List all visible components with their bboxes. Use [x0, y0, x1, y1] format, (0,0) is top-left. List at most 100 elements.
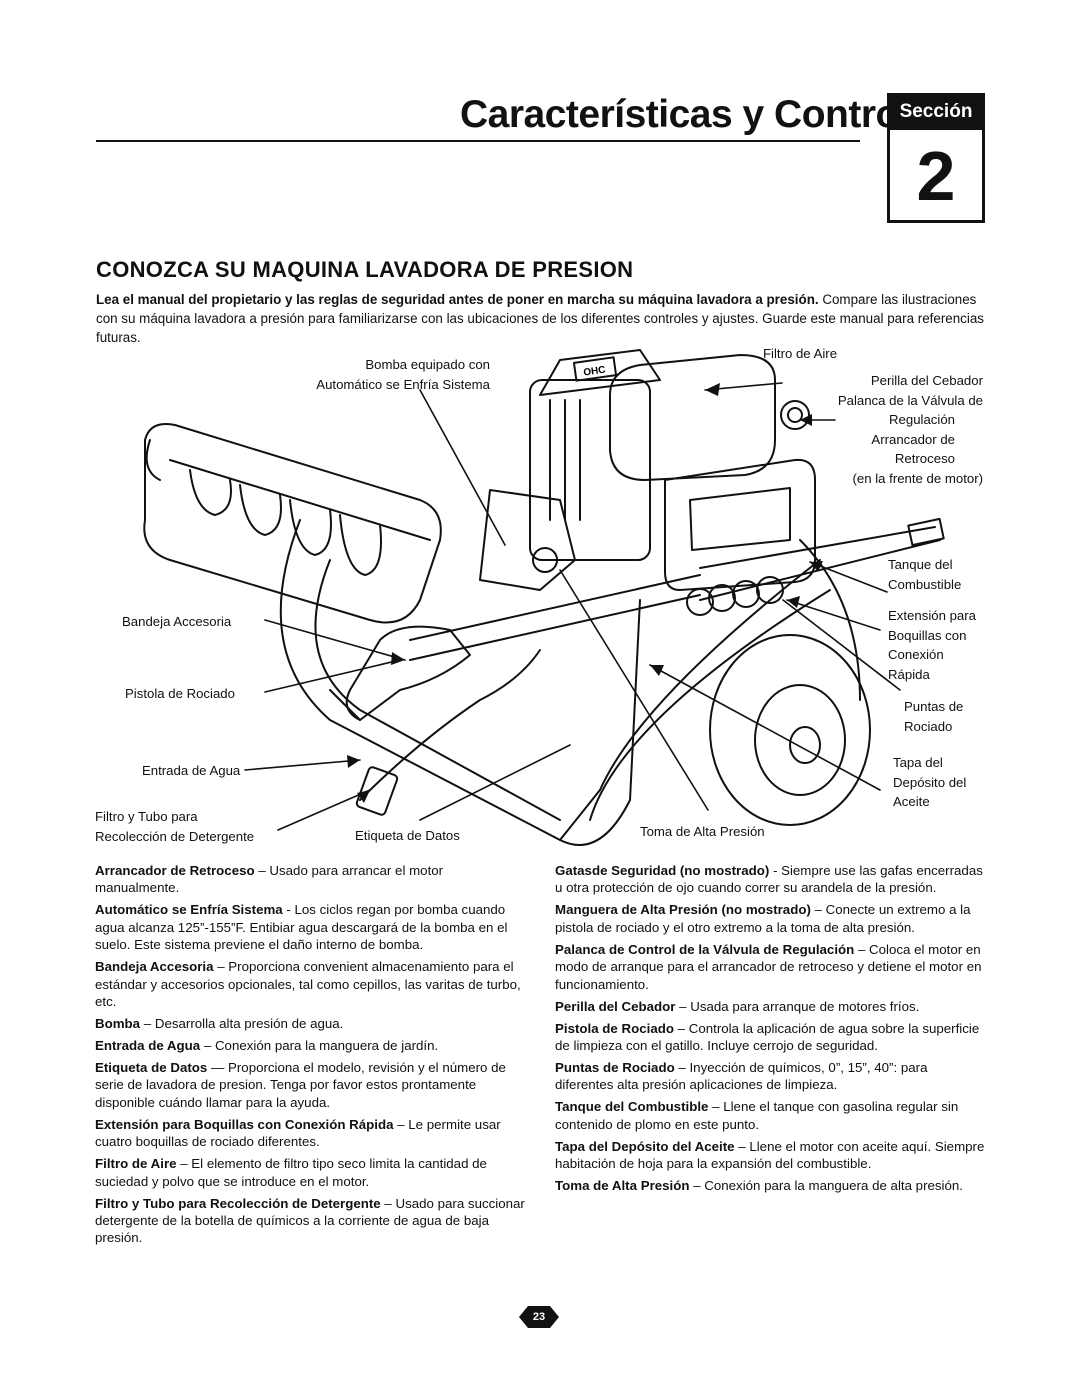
label-filtro-tubo: Filtro y Tubo para Recolección de Deterg…	[95, 807, 254, 846]
definition: – Llene el motor con aceite aquí. Siempr…	[555, 1138, 985, 1172]
page-number: 23	[532, 1311, 546, 1323]
intro-paragraph: Lea el manual del propietario y las regl…	[96, 290, 986, 347]
section-number: 2	[916, 137, 956, 215]
definition: - Los ciclos regan por bomba cuando agua…	[95, 902, 508, 953]
description-item: Toma de Alta Presión – Conexión para la …	[555, 1177, 985, 1194]
definition: – Controla la aplicación de agua sobre l…	[555, 1020, 980, 1054]
definition: – Usado para succionar detergente de la …	[95, 1195, 525, 1246]
description-item: Manguera de Alta Presión (no mostrado) –…	[555, 901, 985, 936]
label-pistola: Pistola de Rociado	[125, 686, 235, 701]
label-line: Tapa del	[893, 755, 943, 770]
term: Bandeja Accesoria	[95, 959, 214, 975]
term: Manguera de Alta Presión (no mostrado)	[555, 902, 811, 918]
label-puntas: Puntas de Rociado	[904, 697, 963, 736]
title-rule	[96, 140, 860, 142]
description-item: Tapa del Depósito del Aceite – Llene el …	[555, 1138, 985, 1173]
term: Filtro y Tubo para Recolección de Deterg…	[95, 1195, 381, 1211]
description-item: Tanque del Combustible – Llene el tanque…	[555, 1098, 985, 1133]
description-item: Entrada de Agua – Conexión para la mangu…	[95, 1037, 525, 1054]
label-line: Recolección de Detergente	[95, 828, 255, 844]
description-item: Puntas de Rociado – Inyección de químico…	[555, 1059, 985, 1094]
term: Bomba	[95, 1016, 141, 1032]
label-line: Automático se Enfría Sistema	[316, 376, 490, 392]
term: Perilla del Cebador	[555, 998, 676, 1014]
term: Etiqueta de Datos	[95, 1060, 208, 1076]
term: Puntas de Rociado	[555, 1060, 675, 1076]
description-item: Filtro y Tubo para Recolección de Deterg…	[95, 1195, 525, 1247]
definition: – Desarrolla alta presión de agua.	[140, 1016, 344, 1032]
definition: – Coloca el motor en modo de arranque pa…	[555, 941, 982, 992]
label-line: Filtro y Tubo para	[95, 809, 198, 824]
label-filtro-aire: Filtro de Aire	[763, 346, 838, 361]
label-toma: Toma de Alta Presión	[640, 824, 765, 839]
engine-brand-text: OHC	[583, 365, 607, 379]
term: Automático se Enfría Sistema	[95, 902, 283, 918]
label-bandeja: Bandeja Accesoria	[122, 614, 232, 629]
label-line: Depósito del	[893, 774, 967, 790]
description-item: Automático se Enfría Sistema - Los ciclo…	[95, 901, 525, 953]
label-line: Conexión	[888, 647, 944, 662]
definition: – Inyección de químicos, 0”, 15”, 40”: p…	[555, 1060, 928, 1093]
pressure-washer-illustration: OHC	[143, 349, 945, 846]
definition: — Proporciona el modelo, revisión y el n…	[95, 1060, 506, 1110]
intro-bold: Lea el manual del propietario y las regl…	[96, 292, 819, 307]
page-title: Características y Controles	[460, 93, 952, 136]
label-line: Rociado	[904, 718, 953, 734]
label-cebador: Perilla del Cebador Palanca de la Válvul…	[800, 371, 983, 488]
label-line: (en la frente de motor)	[852, 470, 983, 486]
label-tanque: Tanque del Combustible	[888, 555, 961, 594]
page-number-shape	[519, 1306, 559, 1328]
definition: – Proporciona convenient almacenamiento …	[95, 959, 521, 1010]
label-entrada: Entrada de Agua	[142, 763, 241, 778]
definition: – Llene el tanque con gasolina regular s…	[555, 1099, 959, 1132]
label-bomba: Bomba equipado con Automático se Enfría …	[300, 355, 490, 394]
definition: – Conexión para la manguera de jardín.	[200, 1038, 439, 1054]
description-item: Bomba – Desarrolla alta presión de agua.	[95, 1015, 525, 1032]
description-item: Extensión para Boquillas con Conexión Rá…	[95, 1116, 525, 1151]
term: Toma de Alta Presión	[555, 1178, 690, 1194]
label-line: Puntas de	[904, 699, 964, 714]
description-item: Pistola de Rociado – Controla la aplicac…	[555, 1020, 985, 1055]
section-label: Sección	[890, 96, 982, 130]
term: Filtro de Aire	[95, 1156, 177, 1172]
label-line: Perilla del Cebador	[870, 373, 983, 388]
description-item: Perilla del Cebador – Usada para arranqu…	[555, 998, 985, 1015]
term: Tanque del Combustible	[555, 1099, 709, 1115]
definition: – Conecte un extremo a la pistola de roc…	[555, 902, 971, 935]
term: Palanca de Control de la Válvula de Regu…	[555, 941, 855, 957]
label-extension: Extensión para Boquillas con Conexión Rá…	[888, 606, 976, 684]
label-line: Palanca de la Válvula de	[837, 392, 983, 408]
section-badge: Sección 2	[887, 93, 985, 223]
term: Gatasde Seguridad (no mostrado)	[555, 863, 770, 878]
label-line: Boquillas con	[888, 627, 967, 643]
label-line: Regulación	[889, 412, 955, 427]
definition: – El elemento de filtro tipo seco limita…	[95, 1156, 487, 1189]
definition: – Usada para arranque de motores fríos.	[675, 998, 920, 1014]
page-number-badge: 23	[519, 1306, 559, 1328]
description-item: Palanca de Control de la Válvula de Regu…	[555, 941, 985, 993]
label-line: Extensión para	[888, 608, 976, 623]
left-description-column: Arrancador de Retroceso – Usado para arr…	[95, 862, 525, 1251]
label-line: Combustible	[888, 576, 962, 592]
label-line: Tanque del	[888, 557, 953, 572]
definition: – Conexión para la manguera de alta pres…	[689, 1178, 963, 1194]
label-tapa: Tapa del Depósito del Aceite	[893, 753, 966, 812]
term: Arrancador de Retroceso	[95, 863, 255, 878]
label-line: Arrancador de	[871, 431, 955, 447]
label-etiqueta: Etiqueta de Datos	[355, 828, 460, 843]
definition: - Siempre use las gafas encerradas u otr…	[555, 863, 983, 896]
label-line: Rápida	[888, 666, 930, 682]
intro-text: Compare las ilustraciones con su máquina…	[96, 292, 984, 345]
description-item: Arrancador de Retroceso – Usado para arr…	[95, 862, 525, 897]
description-item: Filtro de Aire – El elemento de filtro t…	[95, 1155, 525, 1190]
description-item: Etiqueta de Datos — Proporciona el model…	[95, 1059, 525, 1111]
description-item: Gatasde Seguridad (no mostrado) - Siempr…	[555, 862, 985, 897]
section-heading: CONOZCA SU MAQUINA LAVADORA DE PRESION	[96, 257, 634, 282]
term: Pistola de Rociado	[555, 1020, 674, 1036]
label-line: Bomba equipado con	[365, 357, 490, 372]
definition: – Usado para arrancar el motor manualmen…	[95, 863, 444, 896]
term: Tapa del Depósito del Aceite	[555, 1138, 735, 1154]
label-line: Retroceso	[894, 451, 955, 466]
term: Extensión para Boquillas con Conexión Rá…	[95, 1116, 394, 1132]
description-item: Bandeja Accesoria – Proporciona convenie…	[95, 958, 525, 1010]
